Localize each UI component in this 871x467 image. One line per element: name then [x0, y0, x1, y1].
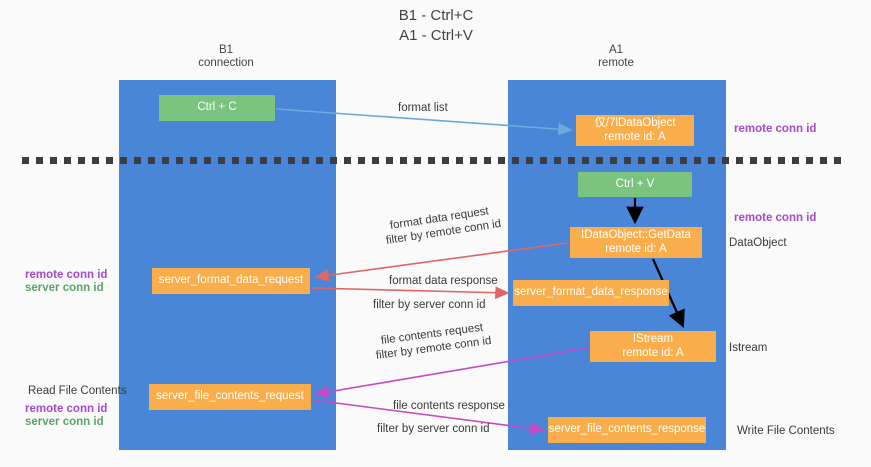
node-server-format-data-request[interactable]: server_format_data_request	[152, 268, 310, 294]
node-ctrl-v[interactable]: Ctrl + V	[578, 172, 692, 197]
annotation-left-server-conn-id-mid: server conn id	[25, 282, 104, 294]
annotation-right-write-file-contents: Write File Contents	[737, 425, 835, 437]
annotation-right-istream: Istream	[729, 342, 768, 354]
annotation-left-server-conn-id-bottom: server conn id	[25, 416, 104, 428]
annotation-left-read-file-contents: Read File Contents	[28, 385, 127, 397]
filter-prefix: filter by	[373, 299, 414, 311]
node-ctrl-c[interactable]: Ctrl + C	[159, 95, 275, 121]
dashed-divider	[22, 157, 848, 164]
edge-label-file-contents-response-filter: filter by server conn id	[377, 422, 490, 436]
annotation-right-dataobject: DataObject	[729, 237, 787, 249]
node-server-file-contents-request[interactable]: server_file_contents_request	[149, 384, 311, 410]
node-get-idataobject[interactable]: 仅/7lDataObject remote id: A	[576, 115, 694, 146]
annotation-left-remote-conn-id-bottom: remote conn id	[25, 403, 108, 415]
annotation-left-remote-conn-id-mid: remote conn id	[25, 269, 108, 281]
column-b1-role: connection	[198, 57, 254, 69]
node-server-file-contents-response[interactable]: server_file_contents_response	[548, 417, 706, 443]
annotation-right-remote-conn-id-top: remote conn id	[734, 123, 817, 135]
edge-format-data-request	[314, 242, 568, 282]
edge-file-contents-response	[312, 399, 545, 435]
column-a1-role: remote	[598, 57, 634, 69]
node-server-format-data-response[interactable]: server_format_data_response	[513, 280, 669, 306]
filter-key-server-conn-id: server conn id	[417, 423, 490, 435]
edge-label-format-data-response: format data response	[389, 275, 498, 287]
column-a1-name: A1	[608, 44, 624, 56]
edge-label-format-list: format list	[398, 102, 448, 114]
page-title: B1 - Ctrl+C A1 - Ctrl+V	[398, 7, 474, 44]
edge-label-format-data-response-filter: filter by server conn id	[373, 298, 486, 312]
filter-prefix: filter by	[377, 423, 418, 435]
node-istream[interactable]: IStream remote id: A	[590, 331, 716, 362]
edge-format-data-response	[310, 286, 510, 300]
column-b1-name: B1	[218, 44, 234, 56]
node-idataobject-getdata[interactable]: IDataObject::GetData remote id: A	[570, 227, 702, 258]
filter-key-server-conn-id: server conn id	[413, 299, 486, 311]
edge-file-contents-request	[314, 347, 589, 399]
edge-label-file-contents-response: file contents response	[393, 400, 505, 412]
edge-format-list	[275, 108, 573, 136]
annotation-right-remote-conn-id-mid: remote conn id	[734, 212, 817, 224]
